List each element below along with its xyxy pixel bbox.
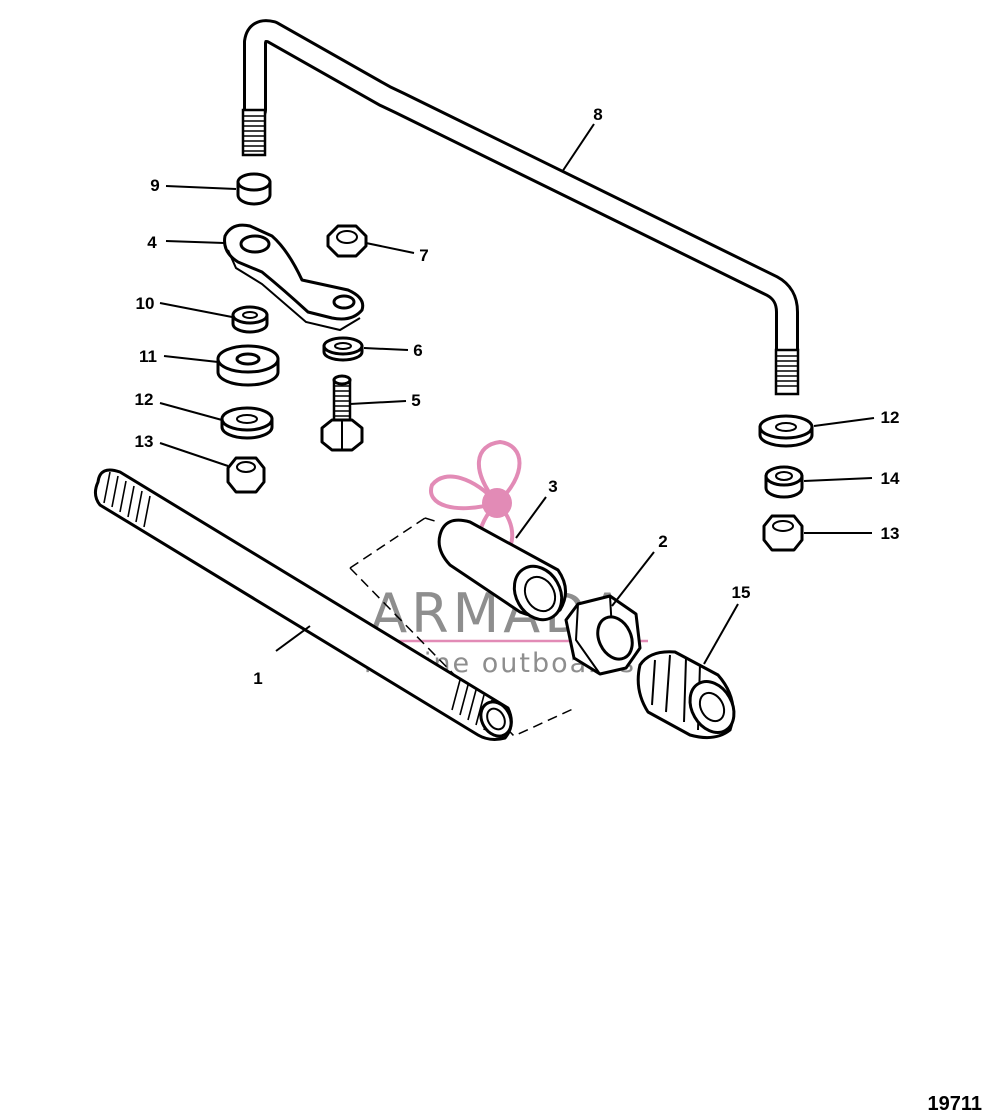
callout-10: 10 [136, 294, 155, 313]
callout-8: 8 [593, 105, 602, 124]
link-arm-bracket [223, 223, 365, 332]
figure-number: 19711 [927, 1093, 982, 1114]
callout-7: 7 [419, 246, 428, 265]
washer-6 [322, 336, 364, 362]
lock-nut-13-left [226, 456, 266, 494]
tube-nut [564, 594, 642, 676]
callouts: 1 2 3 4 5 6 7 8 9 10 11 12 12 13 13 14 1… [135, 105, 900, 688]
callout-14: 14 [881, 469, 900, 488]
spacer-14 [764, 465, 804, 499]
hex-bolt-5 [320, 374, 364, 452]
callout-12-right: 12 [881, 408, 900, 427]
callout-13-right: 13 [881, 524, 900, 543]
callout-13-left: 13 [135, 432, 154, 451]
callout-4: 4 [147, 233, 157, 252]
cable-guide-nut [636, 650, 736, 740]
callout-9: 9 [150, 176, 159, 195]
callout-1: 1 [253, 669, 262, 688]
hex-nut-7 [326, 224, 368, 258]
threaded-tube [93, 468, 513, 741]
washer-10 [231, 305, 269, 334]
callout-3: 3 [548, 477, 557, 496]
callout-15: 15 [732, 583, 751, 602]
steering-link-rod [241, 19, 800, 396]
assembly-outline [349, 517, 576, 737]
callout-12-left: 12 [135, 390, 154, 409]
callout-6: 6 [413, 341, 422, 360]
leader-lines [159, 123, 875, 665]
callout-2: 2 [658, 532, 667, 551]
lock-nut-13-right [762, 514, 804, 552]
washer-11 [216, 344, 280, 387]
spacer-9 [236, 172, 272, 206]
washer-12-right [758, 414, 814, 448]
washer-12-left [220, 406, 274, 440]
callout-11: 11 [139, 347, 157, 366]
callout-5: 5 [411, 391, 420, 410]
bushing-sleeve [437, 518, 567, 622]
